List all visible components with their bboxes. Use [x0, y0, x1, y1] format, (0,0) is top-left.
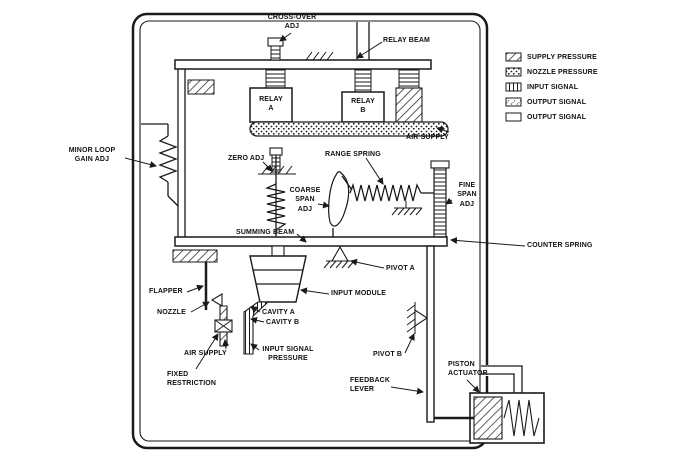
legend-label-output-signal-1: OUTPUT SIGNAL	[527, 99, 587, 106]
legend-label-input-signal: INPUT SIGNAL	[527, 84, 579, 91]
label-minor-loop-gain-adj: MINOR LOOP GAIN ADJ	[68, 147, 116, 164]
label-summing-beam: SUMMING BEAM	[236, 229, 295, 236]
legend-swatch-output-signal-2	[505, 112, 522, 122]
zero-adj-ground-hatch	[258, 165, 296, 175]
actuator-spring	[503, 399, 540, 437]
flapper-nozzle-assembly	[172, 249, 233, 347]
label-fixed-restriction: FIXED RESTRICTION	[167, 371, 217, 388]
label-coarse-span-adj: COARSE SPAN ADJ	[289, 187, 321, 213]
zero-adj-spring	[264, 183, 287, 231]
flapper-bracket-hatched	[172, 249, 218, 263]
label-relay-b: RELAY B	[351, 98, 375, 115]
label-cavity-a: CAVITY A	[262, 309, 295, 316]
fine-span-screw	[430, 160, 450, 238]
legend-swatch-nozzle-pressure	[505, 67, 522, 77]
output-pipe	[481, 365, 523, 393]
left-bracket-hatched	[187, 79, 215, 95]
controller-case	[131, 12, 489, 450]
label-fine-span-adj: FINE SPAN ADJ	[457, 182, 477, 208]
label-cross-over-adj: CROSS-OVER ADJ	[267, 14, 317, 31]
legend-swatch-input-signal	[505, 82, 522, 92]
leader-arrows	[124, 32, 526, 395]
cross-over-screw	[265, 37, 286, 89]
relay-beam-bar	[174, 51, 432, 70]
left-support	[177, 69, 215, 237]
minor-loop-spring	[141, 123, 179, 207]
piston-actuator-box	[434, 392, 545, 444]
label-pivot-a: PIVOT A	[386, 265, 415, 272]
legend-swatches	[505, 52, 522, 122]
range-spring-ground-hatch	[391, 201, 423, 216]
legend-swatch-supply-pressure	[505, 52, 522, 62]
pivot-b-mount	[406, 302, 428, 334]
feedback-lever-bar	[426, 245, 435, 423]
legend-label-output-signal-2: OUTPUT SIGNAL	[527, 114, 587, 121]
label-feedback-lever: FEEDBACK LEVER	[350, 377, 391, 394]
legend-label-supply-pressure: SUPPLY PRESSURE	[527, 54, 597, 61]
label-air-supply-bottom: AIR SUPPLY	[184, 350, 227, 357]
input-signal-pipe	[243, 301, 270, 355]
legend-label-nozzle-pressure: NOZZLE PRESSURE	[527, 69, 598, 76]
pivot-a-mount	[323, 245, 355, 269]
label-relay-a: RELAY A	[259, 96, 283, 113]
nozzle-tip	[210, 293, 223, 307]
label-zero-adj: ZERO ADJ	[228, 155, 265, 162]
label-input-module: INPUT MODULE	[331, 290, 387, 297]
relay-b-bolt	[354, 68, 372, 93]
label-relay-beam: RELAY BEAM	[383, 37, 431, 44]
relay-beam-ground-hatch	[305, 51, 334, 61]
label-air-supply-top: AIR SUPPLY	[406, 134, 449, 141]
coarse-span-cam	[328, 171, 350, 227]
air-inlet-block	[395, 68, 423, 123]
label-cavity-b: CAVITY B	[266, 319, 300, 326]
piston-hatched	[473, 396, 503, 440]
air-supply-strip	[249, 121, 449, 137]
label-nozzle: NOZZLE	[157, 309, 186, 316]
label-input-signal-pressure: INPUT SIGNAL PRESSURE	[262, 346, 314, 363]
input-module-body	[249, 245, 307, 303]
range-spring-coil	[341, 175, 434, 216]
legend-swatch-output-signal-1	[505, 97, 522, 107]
label-pivot-b: PIVOT B	[373, 351, 403, 358]
label-range-spring: RANGE SPRING	[325, 151, 381, 158]
label-counter-spring: COUNTER SPRING	[527, 242, 593, 249]
label-flapper: FLAPPER	[149, 288, 183, 295]
label-piston-actuator: PISTON ACTUATOR	[448, 361, 488, 378]
zero-adj-screw	[258, 147, 296, 237]
summing-beam-bar	[174, 236, 448, 247]
